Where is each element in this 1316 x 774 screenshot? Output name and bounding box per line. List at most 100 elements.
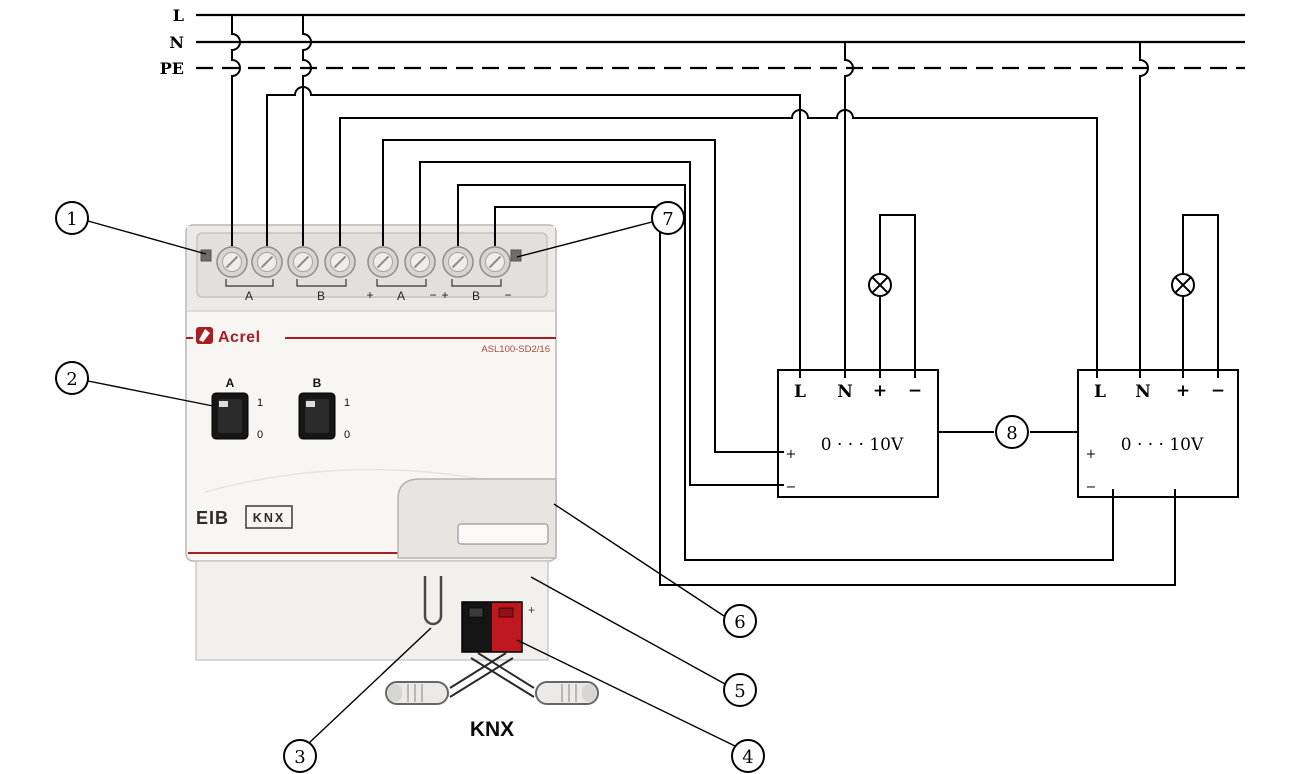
- switch-a-pos-0: 0: [257, 429, 263, 441]
- knx-bus-connector: +: [461, 601, 535, 653]
- terminal-group-a-label: A: [245, 289, 253, 303]
- group-b-bracket: [296, 279, 347, 287]
- knx-cable-sleeve-left-cap: [388, 684, 402, 702]
- ballast1-terminal-plus: +: [873, 381, 887, 401]
- callout-3-leader: [308, 627, 432, 744]
- ballast2-output-label: 0 · · · 10V: [1121, 435, 1204, 455]
- n-line-label: N: [169, 33, 184, 52]
- ballast-1-box: [777, 369, 939, 498]
- screw-terminal-5: [367, 246, 399, 278]
- screw-slot: [451, 255, 465, 269]
- wire-control-a-plus: [382, 139, 784, 453]
- callout-1-number: 1: [66, 209, 77, 230]
- lamp-2-icon: [1171, 273, 1195, 297]
- ballast-2: L N + − 0 · · · 10V + −: [1086, 381, 1226, 495]
- callout-8: 8: [995, 415, 1029, 449]
- switch-b-label: B: [313, 376, 322, 390]
- ballast1-terminal-l: L: [794, 382, 806, 402]
- screw-terminal-4: [324, 246, 356, 278]
- callout-6-number: 6: [734, 612, 745, 633]
- channel-switch-b: B 1 0: [298, 376, 350, 441]
- screw-slot: [333, 255, 347, 269]
- acrel-logo-text: Acrel: [218, 329, 261, 346]
- callout-3: 3: [283, 739, 317, 773]
- ballast-2-box: [1077, 369, 1239, 498]
- screw-terminal-8: [479, 246, 511, 278]
- switch-b-rocker: [305, 399, 329, 433]
- callout-leaders: [87, 220, 736, 747]
- lamp-1-wire: [879, 214, 916, 370]
- screw-slot: [413, 255, 427, 269]
- knx-cable-sleeve-left-ribs: [407, 684, 423, 702]
- switch-b-pos-1: 1: [344, 397, 350, 409]
- terminal-group4-plus: +: [441, 288, 448, 302]
- group-a-bracket: [225, 279, 274, 287]
- callout-8-number: 8: [1006, 423, 1017, 444]
- knx-cable: KNX: [385, 652, 599, 741]
- screw-terminal-7: [442, 246, 474, 278]
- group-plus-a-bracket: [376, 279, 427, 287]
- wire-n-to-ballast2: [1139, 42, 1149, 378]
- screw-slot: [225, 255, 239, 269]
- screw-terminal-1: [216, 246, 248, 278]
- channel-switch-a: A 1 0: [211, 376, 263, 441]
- acrel-logo-glyph: [199, 329, 210, 342]
- connector-port-red: [498, 607, 514, 618]
- screw-terminal-2: [251, 246, 283, 278]
- knx-cable-sleeve-left: [385, 681, 449, 705]
- callout-2-number: 2: [66, 369, 77, 390]
- terminal-group3-plus: +: [366, 288, 373, 302]
- terminal-group4-letter: B: [472, 289, 480, 303]
- knx-cable-sleeve-right: [535, 681, 599, 705]
- switch-a-indicator: [219, 401, 228, 407]
- wiring: [231, 15, 1219, 586]
- bus-clamp-hook: [423, 576, 443, 626]
- wire-control-a-minus: [419, 161, 784, 486]
- callout-3-number: 3: [294, 747, 305, 768]
- wire-output-a-to-ballast1-l: [266, 86, 801, 378]
- knx-logo: KNX: [253, 511, 285, 525]
- status-light-guide: [397, 478, 557, 559]
- connector-outline: [461, 601, 523, 653]
- ballast1-output-label: 0 · · · 10V: [821, 435, 904, 455]
- l-line-label: L: [173, 6, 184, 25]
- ballast1-in-plus: +: [786, 447, 797, 462]
- ballast-1: L N + − 0 · · · 10V + −: [786, 381, 923, 495]
- callout-4: 4: [731, 739, 765, 773]
- wire-control-b-minus: [494, 206, 1176, 586]
- wire-n-to-ballast1: [844, 42, 854, 378]
- ballast1-terminal-n: N: [837, 382, 853, 402]
- switch-b-pos-0: 0: [344, 429, 350, 441]
- screw-terminals: [216, 246, 511, 278]
- callout-4-leader: [516, 639, 736, 747]
- switch-b-indicator: [306, 401, 315, 407]
- terminal-group3-minus: −: [429, 288, 436, 302]
- connector-plus-mark: +: [528, 603, 535, 617]
- callout-5-leader: [530, 576, 726, 685]
- callout-1-leader: [87, 220, 207, 255]
- pe-line-label: PE: [160, 59, 184, 78]
- callout-2: 2: [55, 361, 89, 395]
- terminal-group3-letter: A: [397, 289, 405, 303]
- screw-slot: [376, 255, 390, 269]
- switch-a-pos-1: 1: [257, 397, 263, 409]
- group-plus-b-bracket: [451, 279, 502, 287]
- ballast2-in-plus: +: [1086, 447, 1097, 462]
- terminal-group-b-label: B: [317, 289, 325, 303]
- ballast2-terminal-minus: −: [1211, 381, 1225, 401]
- screw-slot: [296, 255, 310, 269]
- ballast2-terminal-l: L: [1094, 382, 1106, 402]
- ballast2-terminal-plus: +: [1176, 381, 1190, 401]
- callout-4-number: 4: [742, 747, 753, 768]
- knx-logo-frame: [245, 505, 293, 529]
- wire-control-b-plus: [457, 184, 1114, 561]
- ballast1-terminal-minus: −: [908, 381, 922, 401]
- brand-logo-backplate: [193, 325, 285, 347]
- callout-5-number: 5: [734, 681, 745, 702]
- model-number: ASL100-SD2/16: [481, 344, 550, 355]
- ballast2-terminal-stubs: [1182, 370, 1219, 378]
- wire-l-to-terminal-3: [302, 15, 312, 246]
- callout-6-leader: [553, 503, 725, 617]
